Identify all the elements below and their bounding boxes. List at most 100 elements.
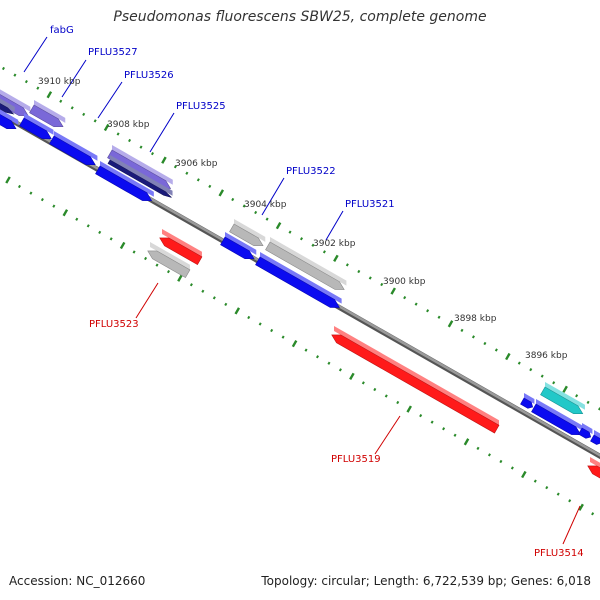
gene-pflu3519[interactable] xyxy=(331,326,500,434)
gene-pflu3523-red[interactable] xyxy=(159,229,203,266)
gene-pflu3521[interactable] xyxy=(265,237,347,290)
gene-pflu3526-dark[interactable] xyxy=(107,155,173,198)
major-tick xyxy=(5,176,11,184)
minor-tick xyxy=(460,328,464,332)
gene-label-pflu3526[interactable]: PFLU3526 xyxy=(124,70,174,81)
accession-label: Accession: NC_012660 xyxy=(9,574,146,588)
gene-blue-8[interactable] xyxy=(520,393,535,409)
gene-blue-7[interactable] xyxy=(531,399,583,435)
gene-cyan[interactable] xyxy=(540,382,585,415)
minor-tick xyxy=(254,210,258,215)
major-tick xyxy=(521,470,527,479)
minor-tick xyxy=(29,191,33,195)
minor-tick xyxy=(185,171,189,175)
gene-blue-6[interactable] xyxy=(255,252,342,308)
leader-line xyxy=(374,415,401,455)
minor-tick xyxy=(517,361,521,365)
minor-tick xyxy=(116,132,120,136)
gene-fabg[interactable] xyxy=(0,78,31,116)
gene-label-pflu3527[interactable]: PFLU3527 xyxy=(88,47,138,58)
minor-tick xyxy=(224,302,228,306)
gene-blue-3[interactable] xyxy=(49,131,98,166)
minor-tick xyxy=(357,269,361,274)
minor-tick xyxy=(128,138,132,143)
minor-tick xyxy=(1,66,5,71)
minor-tick xyxy=(315,355,320,359)
minor-tick xyxy=(150,152,154,156)
major-tick xyxy=(119,241,126,250)
gene-pflu3527-dark[interactable] xyxy=(0,87,15,115)
gene-pflu3522[interactable] xyxy=(229,219,266,247)
minor-tick xyxy=(499,459,503,464)
minor-tick xyxy=(201,289,205,293)
major-tick xyxy=(218,189,225,197)
gene-blue-2[interactable] xyxy=(19,113,54,140)
minor-tick xyxy=(82,112,86,116)
gene-label-pflu3522[interactable]: PFLU3522 xyxy=(286,166,336,177)
minor-tick xyxy=(373,387,377,392)
gene-blue-9[interactable] xyxy=(578,423,593,439)
gene-label-fabg[interactable]: fabG xyxy=(50,25,74,36)
minor-tick xyxy=(93,119,97,123)
minor-tick xyxy=(533,479,537,483)
minor-tick xyxy=(52,204,56,208)
minor-tick xyxy=(109,237,113,241)
position-label: 3906 kbp xyxy=(175,159,218,169)
minor-tick xyxy=(265,217,269,221)
minor-tick xyxy=(322,250,326,254)
gene-pflu3527[interactable] xyxy=(29,100,66,128)
minor-tick xyxy=(155,263,159,267)
position-label: 3910 kbp xyxy=(38,77,81,87)
minor-tick xyxy=(311,243,315,247)
label-leaders xyxy=(23,36,581,545)
minor-tick xyxy=(270,328,274,333)
major-tick xyxy=(349,372,355,380)
leader-line xyxy=(149,112,175,153)
position-label: 3896 kbp xyxy=(525,351,568,361)
minor-tick xyxy=(196,178,200,182)
major-tick xyxy=(291,339,298,348)
minor-tick xyxy=(132,250,136,254)
gene-blue-5[interactable] xyxy=(220,232,257,260)
gene-blue-4[interactable] xyxy=(95,161,154,201)
minor-tick xyxy=(403,296,407,300)
gene-blue-1[interactable] xyxy=(0,98,19,130)
major-tick xyxy=(463,438,470,446)
minor-tick xyxy=(36,86,40,90)
gene-pflu3523[interactable] xyxy=(147,242,191,279)
minor-tick xyxy=(75,217,79,221)
leader-line xyxy=(135,282,159,319)
major-tick xyxy=(562,385,568,393)
map-title: Pseudomonas fluorescens SBW25, complete … xyxy=(113,9,487,25)
genome-summary: Topology: circular; Length: 6,722,539 bp… xyxy=(261,574,591,588)
major-tick xyxy=(390,287,396,295)
major-tick xyxy=(161,156,167,164)
gene-label-pflu3514[interactable]: PFLU3514 xyxy=(534,548,584,559)
minor-tick xyxy=(556,492,560,496)
leader-line xyxy=(23,36,48,73)
gene-pflu3514[interactable] xyxy=(587,457,600,485)
gene-label-pflu3521[interactable]: PFLU3521 xyxy=(345,199,395,210)
minor-tick xyxy=(98,230,102,234)
minor-tick xyxy=(483,341,487,346)
minor-tick xyxy=(426,309,430,313)
minor-tick xyxy=(476,446,480,450)
minor-tick xyxy=(552,381,556,385)
minor-tick xyxy=(86,224,90,228)
minor-tick xyxy=(17,184,21,189)
gene-blue-10[interactable] xyxy=(590,430,600,445)
tick-track-forward xyxy=(1,66,600,411)
gene-label-pflu3525[interactable]: PFLU3525 xyxy=(176,101,226,112)
position-label: 3898 kbp xyxy=(454,314,497,324)
minor-tick xyxy=(361,381,365,385)
minor-tick xyxy=(529,368,533,372)
major-tick xyxy=(103,123,110,132)
leader-line xyxy=(261,177,285,216)
gene-label-pflu3523[interactable]: PFLU3523 xyxy=(89,319,139,330)
minor-tick xyxy=(591,512,595,516)
minor-tick xyxy=(59,99,63,103)
gene-label-pflu3519[interactable]: PFLU3519 xyxy=(331,454,381,465)
minor-tick xyxy=(540,374,544,378)
minor-tick xyxy=(487,453,491,457)
minor-tick xyxy=(24,80,28,84)
